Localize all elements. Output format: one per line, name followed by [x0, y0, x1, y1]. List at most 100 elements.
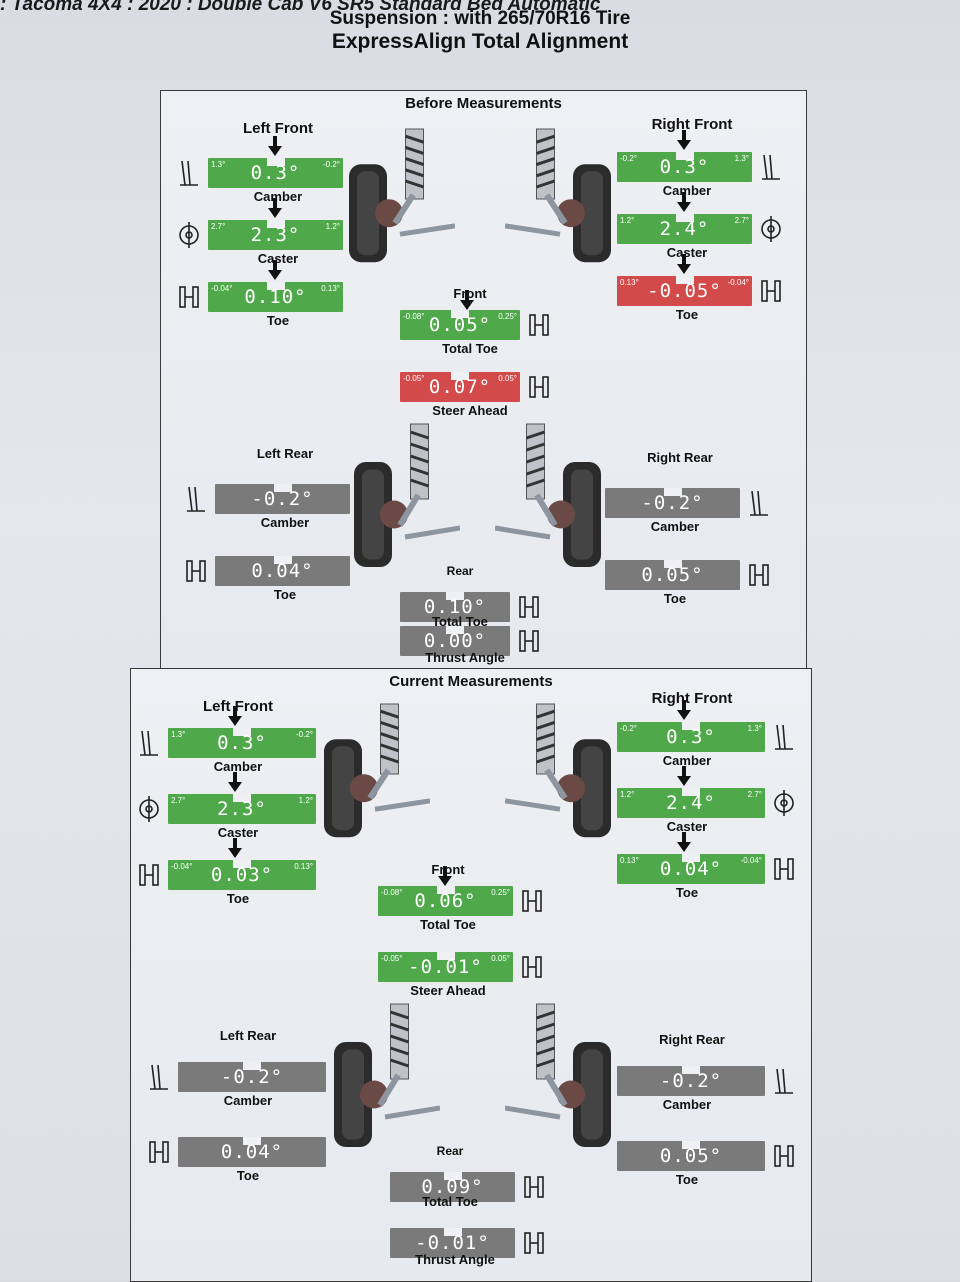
toe-icon	[521, 886, 543, 916]
right-rear-camber-gauge: -0.2°	[617, 1066, 765, 1096]
measurement-label: Caster	[257, 251, 299, 266]
front-steer-ahead-gauge: -0.05°0.05°0.07°	[400, 372, 520, 402]
pointer-arrow-icon	[677, 254, 691, 274]
measurement-value: 0.06°	[414, 890, 477, 912]
left-rear-toe-gauge: 0.04°	[215, 556, 350, 586]
range-min: 2.7°	[171, 796, 186, 805]
pointer-arrow-icon	[268, 136, 282, 156]
right-front-suspension-image	[504, 700, 615, 840]
left-rear-camber-gauge: -0.2°	[178, 1062, 326, 1092]
range-min: 0.13°	[620, 856, 639, 865]
corner-title-left-front: Left Front	[203, 698, 273, 715]
rear-thrust-angle-gauge: 0.00°	[400, 626, 510, 656]
gauge-notch	[682, 722, 700, 730]
measurement-label: Total Toe	[420, 917, 476, 932]
gauge-notch	[233, 860, 251, 868]
toe-icon	[138, 860, 160, 890]
toe-icon	[748, 560, 770, 590]
left-front-caster-gauge: 2.7°1.2°2.3°	[168, 794, 316, 824]
corner-title-right-front: Right Front	[651, 690, 733, 707]
measurement-label: Steer Ahead	[432, 403, 508, 418]
pointer-arrow-icon	[268, 198, 282, 218]
right-front-camber-gauge: -0.2°1.3°0.3°	[617, 152, 752, 182]
measurement-label: Camber	[662, 753, 712, 768]
range-max: 0.05°	[491, 954, 510, 963]
toe-icon	[523, 1172, 545, 1202]
right-front-suspension-image	[504, 125, 615, 265]
front-title: Front	[453, 286, 487, 301]
measurement-value: 0.05°	[428, 314, 492, 336]
pointer-arrow-icon	[268, 260, 282, 280]
left-rear-suspension-image	[330, 1000, 441, 1150]
range-max: 0.05°	[498, 374, 517, 383]
measurement-value: 0.3°	[659, 156, 710, 178]
corner-title-right-rear: Right Rear	[647, 450, 713, 465]
range-max: 0.25°	[491, 888, 510, 897]
measurement-label: Camber	[650, 519, 700, 534]
toe-icon	[523, 1228, 545, 1258]
caster-icon	[760, 214, 782, 244]
measurement-value: -0.2°	[220, 1066, 284, 1088]
rear-title: Rear	[446, 564, 474, 578]
left-front-caster-gauge: 2.7°1.2°2.3°	[208, 220, 343, 250]
measurement-label: Camber	[662, 183, 712, 198]
range-min: -0.08°	[381, 888, 403, 897]
camber-icon	[185, 484, 207, 514]
measurement-label: Camber	[213, 759, 263, 774]
camber-icon	[148, 1062, 170, 1092]
measurement-label: Toe	[675, 307, 699, 322]
range-max: -0.2°	[296, 730, 313, 739]
measurement-value: -0.01°	[415, 1232, 490, 1254]
measurement-label: Toe	[675, 1172, 699, 1187]
gauge-notch	[663, 488, 682, 496]
range-min: -0.05°	[381, 954, 403, 963]
gauge-notch	[682, 788, 700, 796]
toe-icon	[148, 1137, 170, 1167]
range-max: -0.04°	[727, 278, 749, 287]
rear-total-toe-gauge: 0.10°	[400, 592, 510, 622]
right-front-toe-gauge: 0.13°-0.04°-0.05°	[617, 276, 752, 306]
pointer-arrow-icon	[228, 706, 242, 726]
gauge-notch	[443, 1172, 462, 1180]
toe-icon	[178, 282, 200, 312]
measurement-value: 2.4°	[659, 218, 710, 240]
left-rear-suspension-image	[350, 420, 461, 570]
left-rear-camber-gauge: -0.2°	[215, 484, 350, 514]
range-max: 0.25°	[498, 312, 517, 321]
measurement-value: 0.05°	[659, 1145, 723, 1167]
right-rear-toe-gauge: 0.05°	[605, 560, 740, 590]
measurement-label: Camber	[253, 189, 303, 204]
gauge-notch	[266, 158, 285, 166]
gauge-notch	[436, 952, 455, 960]
left-front-camber-gauge: 1.3°-0.2°0.3°	[168, 728, 316, 758]
measurement-label: Toe	[273, 587, 297, 602]
rear-total-toe-gauge: 0.09°	[390, 1172, 515, 1202]
measurement-label: Toe	[226, 891, 250, 906]
measurement-value: 0.3°	[217, 732, 267, 754]
gauge-notch	[675, 214, 694, 222]
measurement-label: Camber	[662, 1097, 712, 1112]
gauge-notch	[436, 886, 455, 894]
gauge-notch	[446, 626, 464, 634]
right-front-caster-gauge: 1.2°2.7°2.4°	[617, 788, 765, 818]
right-front-toe-gauge: 0.13°-0.04°0.04°	[617, 854, 765, 884]
measurement-label: Steer Ahead	[410, 983, 486, 998]
range-min: 2.7°	[211, 222, 226, 231]
measurement-label: Total Toe	[422, 1194, 478, 1209]
range-min: 0.13°	[620, 278, 639, 287]
range-max: 1.2°	[325, 222, 340, 231]
range-min: -0.2°	[620, 154, 637, 163]
camber-icon	[178, 158, 200, 188]
gauge-notch	[443, 1228, 462, 1236]
measurement-value: -0.2°	[251, 488, 314, 510]
range-max: 1.3°	[747, 724, 762, 733]
measurement-label: Caster	[217, 825, 259, 840]
front-title: Front	[431, 862, 465, 877]
camber-icon	[760, 152, 782, 182]
front-steer-ahead-gauge: -0.05°0.05°-0.01°	[378, 952, 513, 982]
measurement-value: 0.3°	[666, 726, 716, 748]
measurement-value: 0.3°	[250, 162, 301, 184]
range-max: 0.13°	[321, 284, 340, 293]
measurement-value: 0.04°	[251, 560, 314, 582]
right-rear-camber-gauge: -0.2°	[605, 488, 740, 518]
